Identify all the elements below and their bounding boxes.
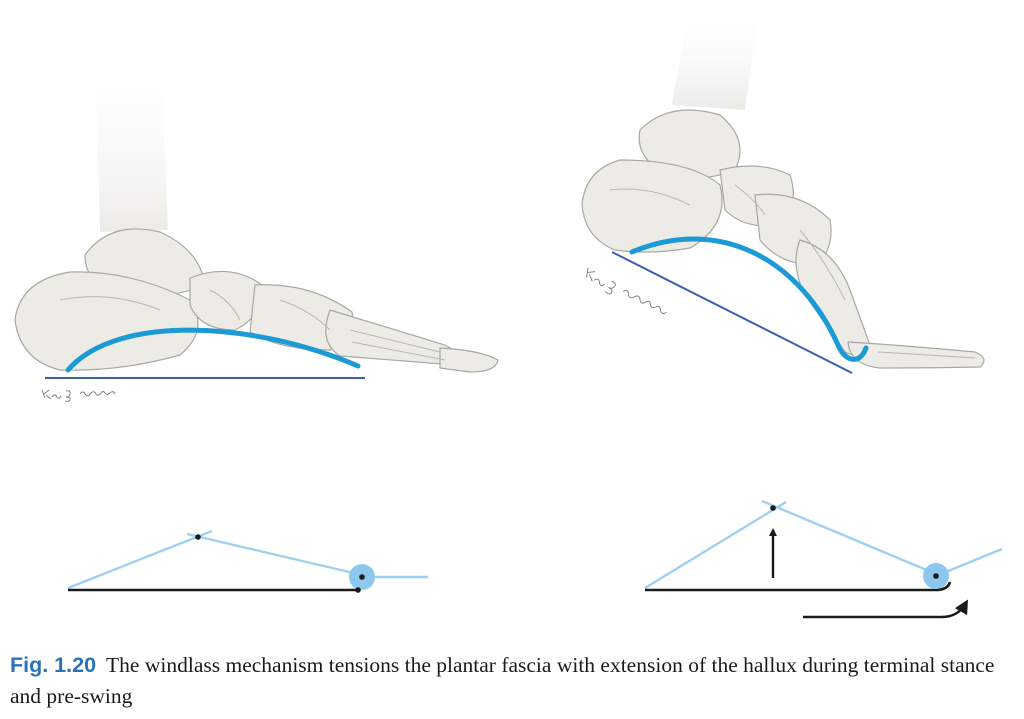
right-calcaneus bbox=[581, 159, 723, 253]
right-foot-illustration bbox=[581, 0, 985, 374]
left-foot-illustration bbox=[14, 40, 499, 402]
right-bone-details bbox=[609, 184, 976, 359]
left-foot-bones bbox=[14, 40, 499, 373]
left-toes bbox=[439, 347, 499, 373]
right-tibia bbox=[672, 0, 760, 110]
right-toes bbox=[847, 341, 985, 369]
left-windlass-schematic bbox=[67, 529, 428, 593]
right-baseline bbox=[611, 251, 853, 374]
right-truss-rear bbox=[644, 500, 787, 590]
left-apex-dot bbox=[195, 534, 201, 540]
left-metatarsals bbox=[325, 309, 457, 366]
left-mtp-pivot-dot bbox=[359, 574, 365, 580]
left-truss-rear bbox=[67, 529, 213, 590]
figure-label: Fig. 1.20 bbox=[10, 653, 97, 677]
right-plantar-fascia bbox=[629, 236, 869, 362]
right-windlass-schematic bbox=[644, 499, 1003, 619]
left-plantar-fascia bbox=[65, 327, 361, 373]
toe-extension-arrow bbox=[803, 599, 968, 619]
right-foot-bones bbox=[581, 0, 985, 369]
left-ground-end-dot bbox=[355, 587, 361, 593]
left-tibia bbox=[95, 40, 168, 232]
right-signature bbox=[586, 267, 667, 315]
right-apex-dot bbox=[770, 505, 776, 511]
right-mtp-pivot-dot bbox=[933, 573, 939, 579]
left-signature bbox=[41, 389, 116, 402]
caption-text: The windlass mechanism tensions the plan… bbox=[10, 653, 995, 708]
right-ground-line bbox=[645, 581, 952, 592]
left-bone-details bbox=[59, 289, 446, 361]
right-truss-front bbox=[761, 499, 937, 576]
left-truss-front bbox=[186, 532, 363, 577]
left-calcaneus bbox=[14, 271, 199, 371]
